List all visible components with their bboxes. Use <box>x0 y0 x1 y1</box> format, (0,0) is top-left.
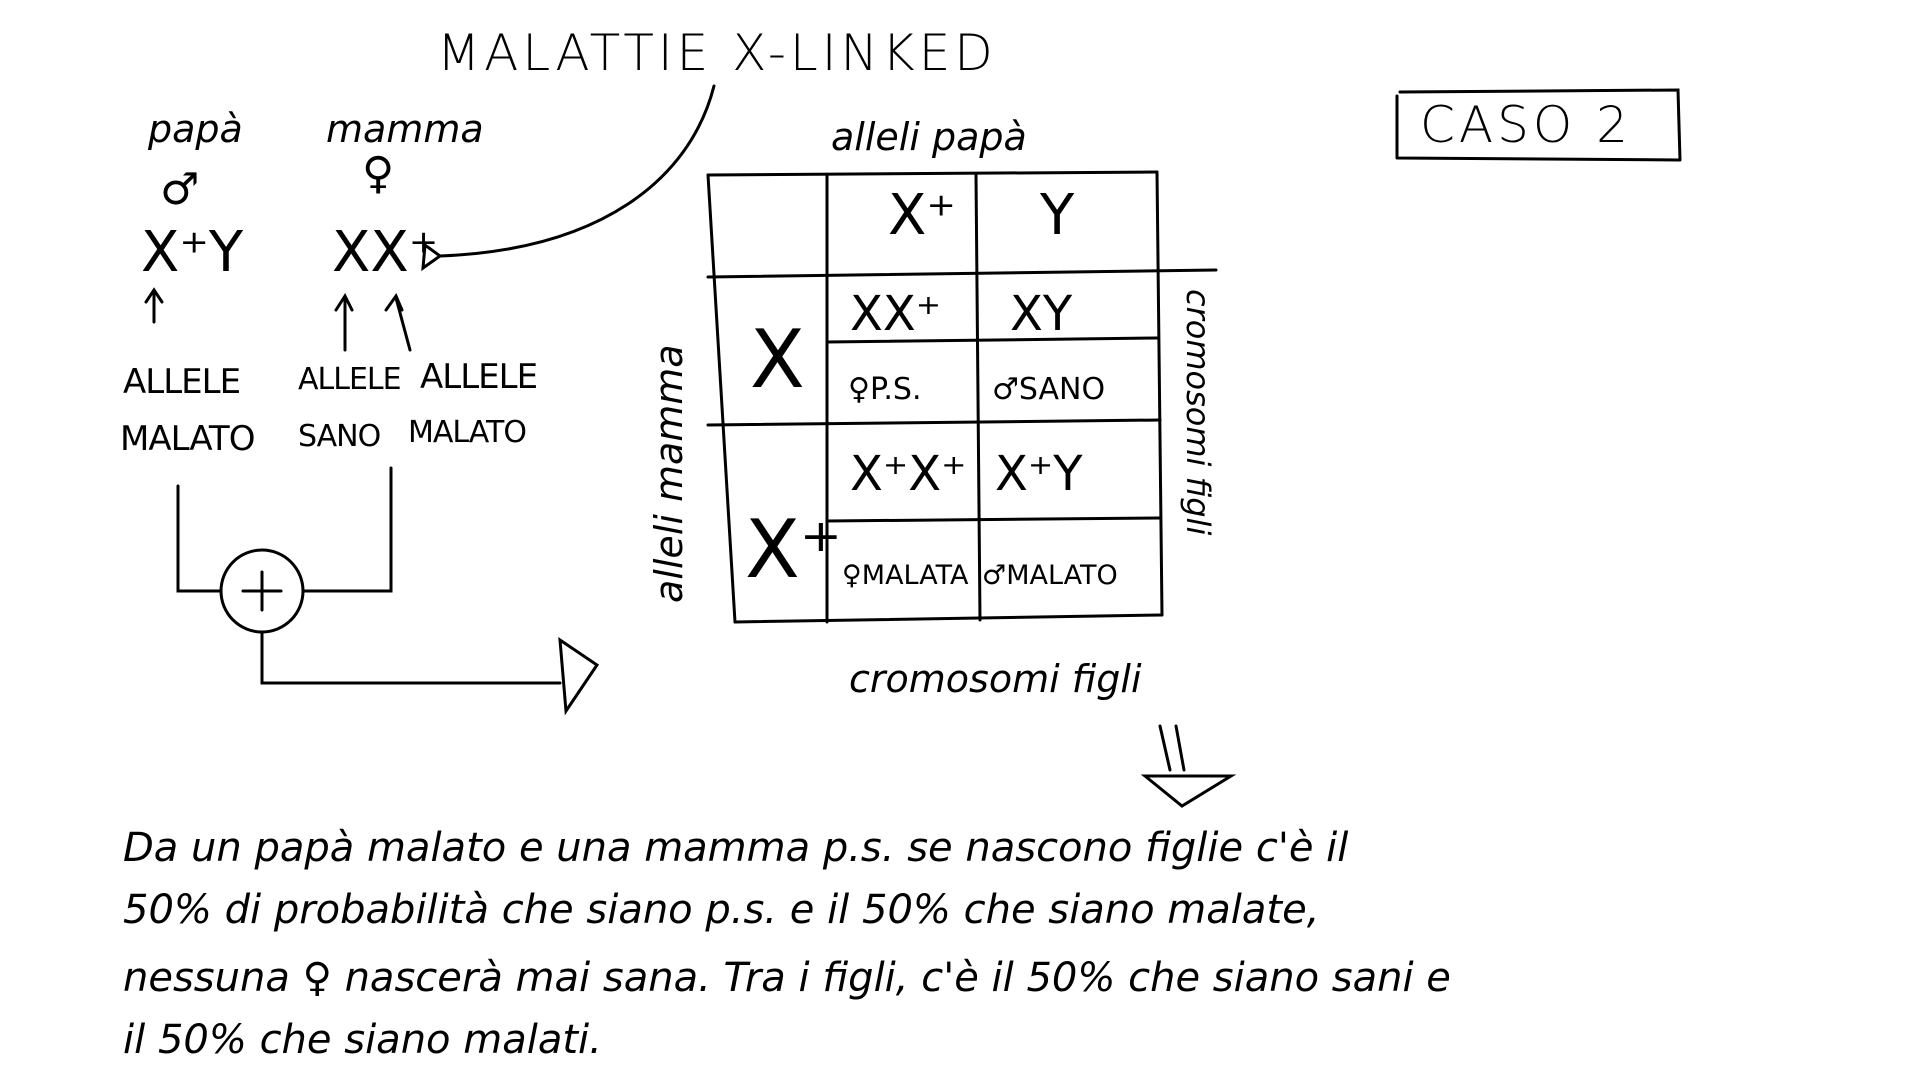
conclusion-line-3: nessuna ♀ nascerà mai sana. Tra i figli,… <box>123 955 1451 1001</box>
mother-allele-1-label-2: SANO <box>298 419 381 454</box>
cell-phenotype: ♂SANO <box>992 372 1106 407</box>
line-from-mother-allele <box>301 466 393 593</box>
punnett-right-label: cromosomi figli <box>1179 289 1217 536</box>
cell-genotype: X⁺X⁺ <box>850 446 967 502</box>
arrow-up-mother-2 <box>384 292 412 352</box>
cell-phenotype: ♀MALATA <box>842 560 969 591</box>
father-label: papà <box>148 107 243 151</box>
col-header-father-y: Y <box>1040 183 1075 248</box>
cell-genotype: XX⁺ <box>850 286 942 342</box>
conclusion-line-1: Da un papà malato e una mamma p.s. se na… <box>123 825 1349 871</box>
result-arrowhead <box>558 637 600 716</box>
x-linked-pointer-arrow <box>438 84 716 258</box>
mother-label: mamma <box>326 107 484 151</box>
cell-genotype: X⁺Y <box>995 446 1083 502</box>
pointer-arrowhead <box>421 242 443 272</box>
male-symbol-icon: ♂ <box>160 164 200 215</box>
mother-allele-2-label-2: MALATO <box>408 415 527 450</box>
line-to-result <box>260 630 562 685</box>
father-allele-label-2: MALATO <box>120 419 255 459</box>
mother-genotype: XX⁺ <box>332 220 439 285</box>
case-label: CASO 2 <box>1420 96 1632 154</box>
line-from-father-allele <box>176 484 223 593</box>
double-arrow-down <box>1140 724 1237 808</box>
punnett-grid <box>706 170 1218 624</box>
arrow-up-father <box>144 287 164 324</box>
father-allele-label-1: ALLELE <box>123 362 241 402</box>
row-header-mother-x-plus: X⁺ <box>745 503 843 596</box>
col-header-father-x-plus: X⁺ <box>888 183 956 248</box>
mother-allele-2-label-1: ALLELE <box>420 357 538 397</box>
arrow-up-mother-1 <box>334 292 354 352</box>
plus-icon <box>241 570 283 612</box>
case-box <box>1395 88 1682 162</box>
mother-allele-1-label-1: ALLELE <box>298 362 402 397</box>
female-symbol-icon: ♀ <box>362 148 395 199</box>
page-title: MALATTIE X-LINKED <box>437 24 997 82</box>
punnett-top-label: alleli papà <box>831 115 1027 159</box>
cell-genotype: XY <box>1010 286 1073 342</box>
row-header-mother-x: X <box>750 313 805 406</box>
conclusion-line-4: il 50% che siano malati. <box>123 1017 602 1063</box>
cell-phenotype: ♂MALATO <box>982 560 1118 591</box>
conclusion-line-2: 50% di probabilità che siano p.s. e il 5… <box>123 887 1320 933</box>
punnett-left-label: alleli mamma <box>647 344 691 603</box>
punnett-bottom-label: cromosomi figli <box>849 657 1142 701</box>
father-genotype: X⁺Y <box>141 220 244 285</box>
cell-phenotype: ♀P.S. <box>848 372 922 407</box>
